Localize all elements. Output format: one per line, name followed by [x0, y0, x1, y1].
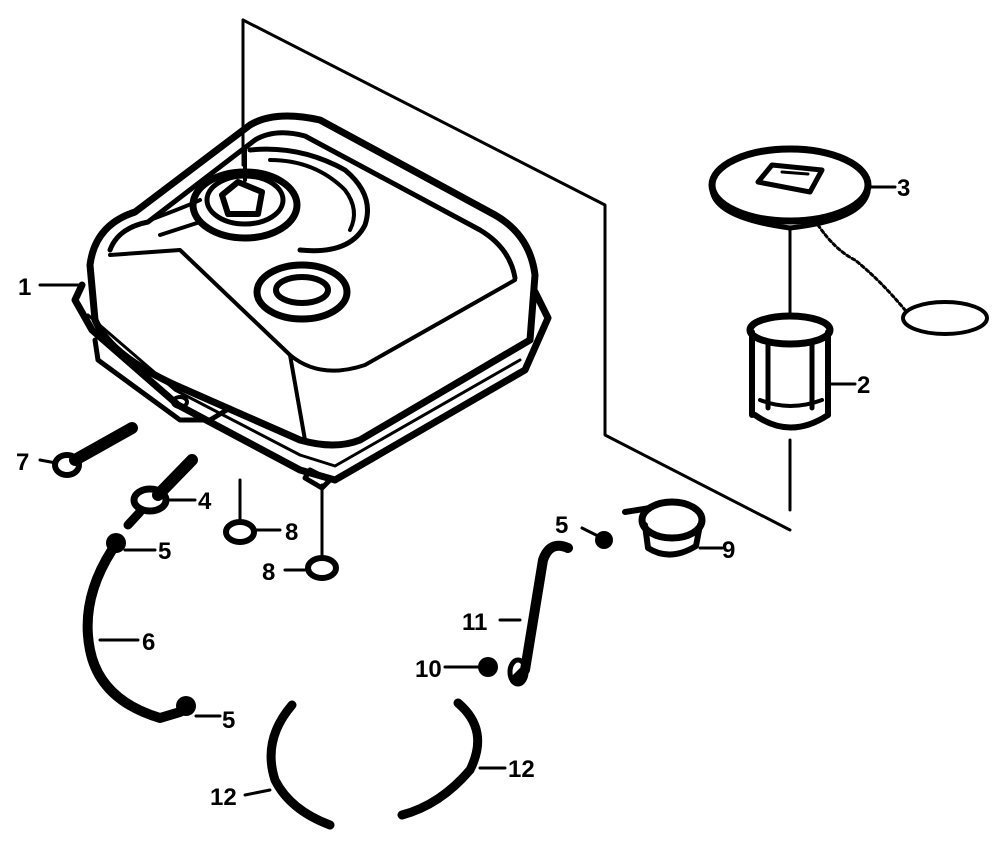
callout-8-upper: 8 [285, 519, 298, 546]
callout-1: 1 [18, 274, 31, 301]
callout-11: 11 [462, 609, 487, 636]
fuel-cap-part [708, 145, 989, 336]
callout-3: 3 [897, 175, 910, 202]
callout-8-lower: 8 [262, 559, 275, 586]
fuel-strainer-part [746, 226, 834, 512]
callout-12-right: 12 [508, 756, 535, 783]
bolt-part [52, 422, 138, 478]
callout-10: 10 [415, 656, 442, 683]
vent-valve-part [622, 498, 706, 558]
callout-4: 4 [198, 488, 212, 515]
callout-12-left: 12 [210, 784, 237, 811]
callout-5-upper-left: 5 [158, 538, 171, 565]
fuel-hose-part [82, 545, 185, 723]
callout-9: 9 [722, 537, 735, 564]
leader-lines [38, 185, 897, 797]
callout-6: 6 [142, 629, 155, 656]
small-clamp-part [478, 657, 498, 677]
nut-part-b [305, 483, 339, 581]
clamp-part-c [595, 531, 613, 549]
callout-2: 2 [857, 372, 870, 399]
nut-part-a [223, 478, 257, 545]
reference-plane [241, 18, 792, 532]
callout-7: 7 [16, 449, 29, 476]
fuel-tank-part [71, 112, 552, 491]
fuel-valve-part [123, 454, 198, 530]
callout-5-right: 5 [555, 512, 568, 539]
callout-5-lower-left: 5 [222, 707, 235, 734]
